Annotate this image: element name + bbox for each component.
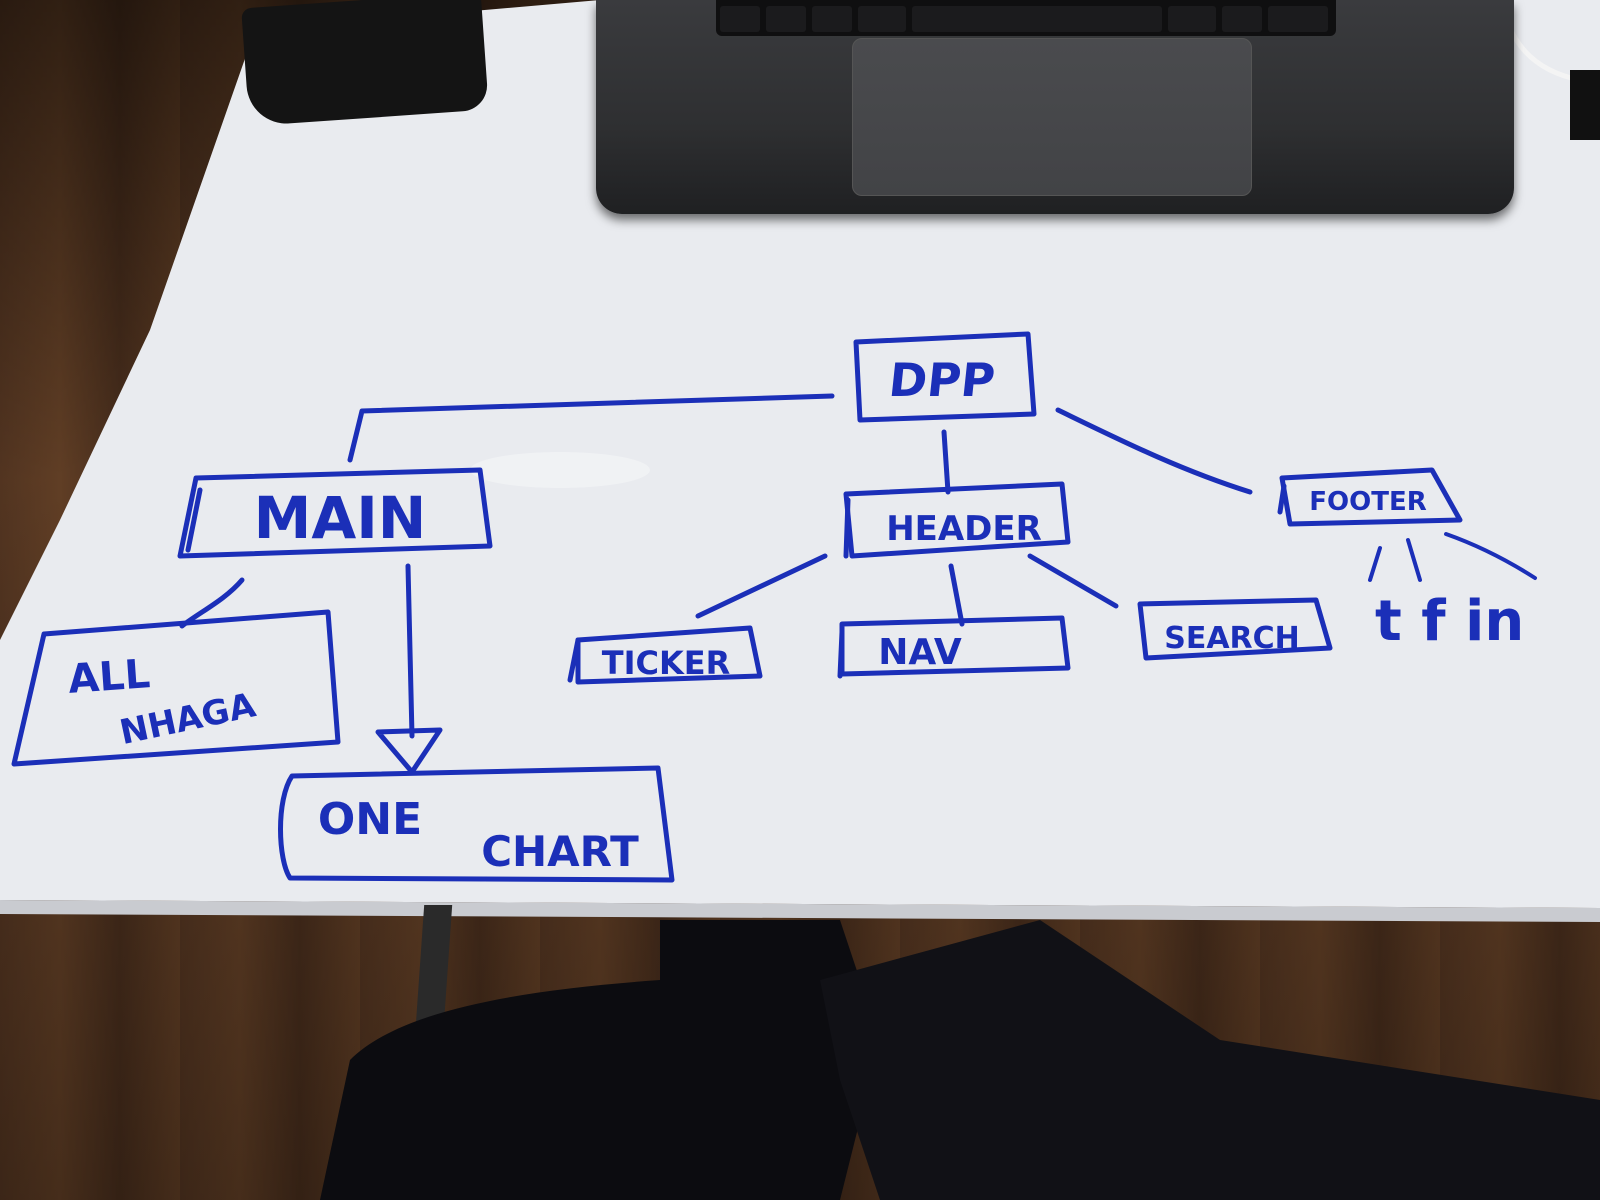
- edge-footer-social-3: [1444, 532, 1537, 580]
- white-cable: [1497, 0, 1600, 140]
- node-app-label: DPP: [886, 353, 997, 407]
- edge-app-header: [941, 429, 951, 495]
- edge-footer-social-2: [1406, 538, 1422, 582]
- edge-header-search: [1027, 553, 1119, 609]
- arrowhead-onechart: [375, 727, 443, 775]
- node-footer: FOOTER: [1277, 467, 1463, 527]
- node-search: SEARCH: [1137, 597, 1333, 661]
- edge-header-nav: [948, 563, 965, 627]
- node-search-label: SEARCH: [1164, 621, 1300, 656]
- node-main-label: MAIN: [254, 484, 427, 552]
- keyboard-row: [716, 0, 1336, 36]
- person-legs: [320, 920, 1600, 1200]
- laptop: [596, 0, 1514, 214]
- edge-header-ticker: [695, 553, 828, 619]
- node-ticker-label: TICKER: [602, 644, 731, 682]
- node-one-chart: ONE CHART: [278, 765, 675, 883]
- node-main: MAIN: [177, 467, 493, 559]
- node-one-chart-line2: CHART: [481, 827, 639, 876]
- node-header-label: HEADER: [886, 509, 1042, 549]
- trackpad: [852, 38, 1252, 196]
- edge-footer-social-1: [1368, 546, 1382, 582]
- node-one-chart-line1: ONE: [318, 794, 422, 845]
- node-ticker: TICKER: [567, 625, 763, 685]
- node-nav: NAV: [837, 615, 1071, 679]
- node-app: DPP: [853, 331, 1037, 423]
- node-nav-label: NAV: [878, 632, 962, 673]
- node-header: HEADER: [843, 481, 1071, 559]
- node-footer-label: FOOTER: [1309, 487, 1426, 517]
- node-all-items-label: ALL: [67, 651, 152, 703]
- edge-main-onechart: [405, 563, 415, 739]
- edge-app-footer: [1055, 407, 1253, 495]
- node-social-label: t f in: [1375, 589, 1524, 654]
- edge-app-main: [347, 393, 835, 463]
- node-all-items: ALL NHAGA: [11, 609, 341, 767]
